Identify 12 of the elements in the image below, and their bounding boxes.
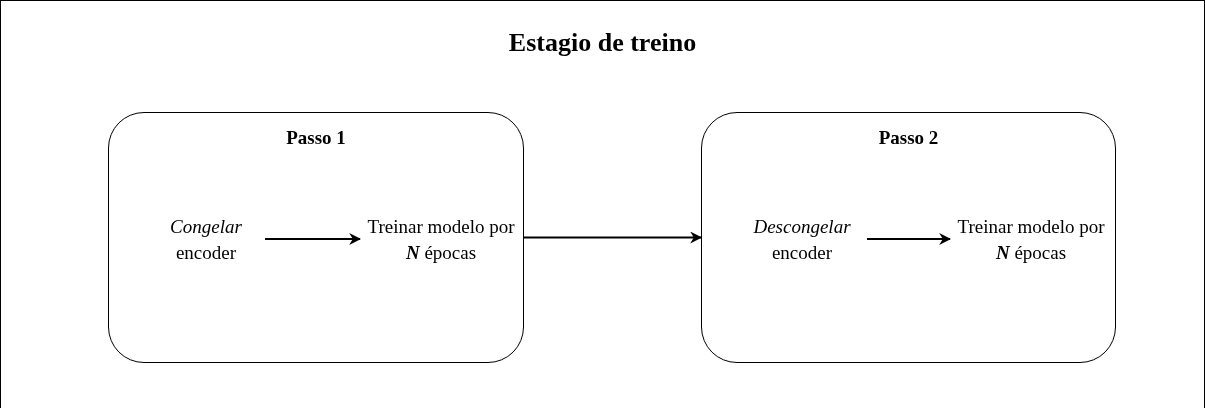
- arrow: [264, 233, 362, 245]
- step-box: [108, 112, 524, 363]
- step-heading: Passo 2: [877, 127, 940, 149]
- step-text: Congelar encoder: [169, 215, 243, 265]
- step-box: [701, 112, 1116, 363]
- step-text: Descongelar encoder: [752, 215, 852, 265]
- step-text: Treinar modelo por N épocas: [366, 215, 516, 265]
- step-heading: Passo 1: [285, 127, 347, 149]
- step-text: Treinar modelo por N épocas: [956, 215, 1106, 265]
- arrow: [866, 233, 952, 245]
- arrow: [523, 231, 703, 244]
- diagram-title: Estagio de treino: [507, 28, 698, 58]
